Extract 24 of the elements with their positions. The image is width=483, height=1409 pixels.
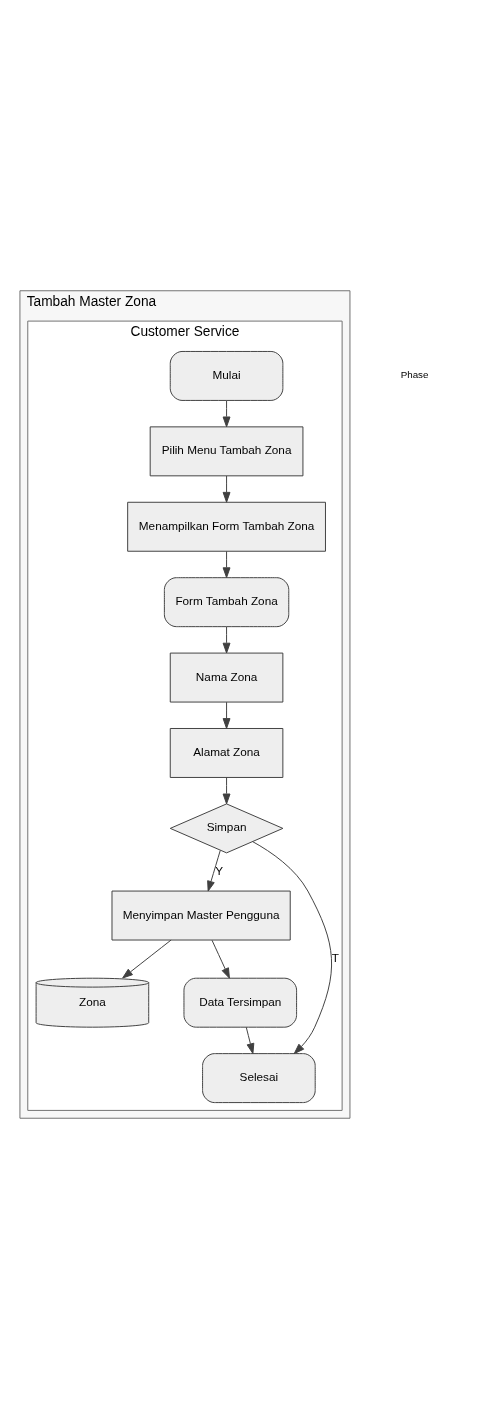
arrow — [222, 777, 231, 805]
label: Phase — [400, 369, 429, 381]
arrow — [222, 400, 231, 428]
node-box: Pilih Menu Tambah Zona — [149, 426, 304, 477]
node-box: Data Tersimpan — [183, 977, 298, 1028]
edge-label: Y — [215, 863, 224, 877]
arrow — [122, 939, 172, 979]
arrow — [207, 849, 221, 892]
arrow — [252, 841, 332, 1055]
arrow — [222, 550, 231, 579]
arrow — [211, 939, 230, 979]
node-box: Menampilkan Form Tambah Zona — [127, 501, 326, 552]
node-box: Alamat Zona — [169, 728, 284, 778]
arrow — [222, 626, 231, 654]
node-box: Mulai — [169, 351, 284, 401]
node-box: Nama Zona — [169, 652, 284, 703]
node-box: Menyimpan Master Pengguna — [111, 890, 291, 941]
node-diamond: Simpan — [169, 803, 284, 854]
node-box: Form Tambah Zona — [163, 577, 290, 628]
edge-label: T — [331, 951, 339, 965]
arrow — [245, 1026, 255, 1054]
arrow — [222, 475, 231, 503]
node-box: Selesai — [202, 1053, 316, 1104]
arrow — [222, 701, 231, 729]
